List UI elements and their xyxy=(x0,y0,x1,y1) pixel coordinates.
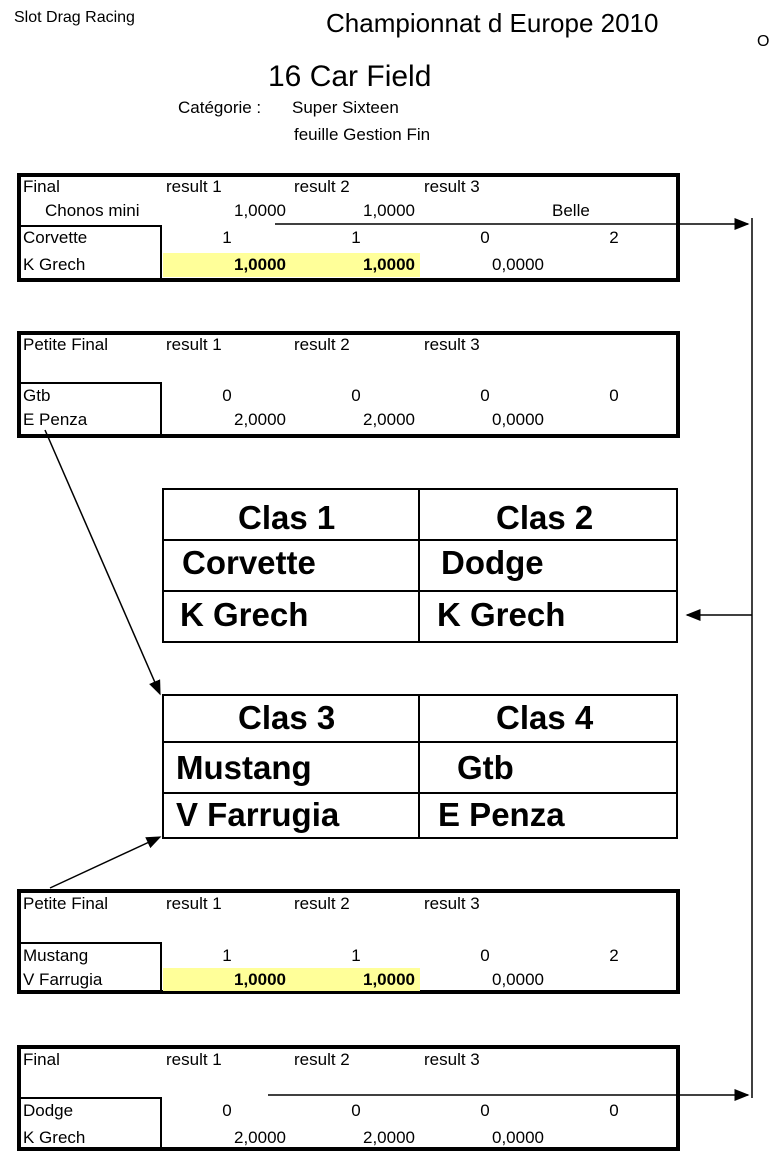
page-title: Championnat d Europe 2010 xyxy=(326,8,659,38)
category-value: Super Sixteen xyxy=(292,98,399,117)
divider xyxy=(162,741,678,743)
clas-title: Clas 3 xyxy=(238,699,336,736)
time: 1,0000 xyxy=(363,970,415,989)
driver-name: V Farrugia xyxy=(23,970,103,989)
col-header: result 1 xyxy=(166,177,222,196)
divider xyxy=(162,792,678,794)
petite-final-table-top xyxy=(17,331,680,438)
time: 1,0000 xyxy=(363,255,415,274)
col-header: result 3 xyxy=(424,894,480,913)
col-header: result 3 xyxy=(424,335,480,354)
time: 2,0000 xyxy=(363,410,415,429)
final-table-top xyxy=(17,173,680,282)
time: 0,0000 xyxy=(492,1128,544,1147)
score: 1 xyxy=(222,228,232,247)
name-cell xyxy=(21,382,162,434)
divider xyxy=(418,694,420,839)
score: 2 xyxy=(609,946,619,965)
clas-car: Gtb xyxy=(457,749,514,786)
driver-name: K Grech xyxy=(23,1128,86,1147)
col-header: result 2 xyxy=(294,894,350,913)
table-title: Petite Final xyxy=(23,335,109,354)
score: 0 xyxy=(480,228,490,247)
time: 2,0000 xyxy=(234,410,286,429)
clas-car: Dodge xyxy=(441,544,544,581)
time: 0,0000 xyxy=(492,970,544,989)
col-header: result 1 xyxy=(166,335,222,354)
score: 0 xyxy=(351,386,361,405)
score: 0 xyxy=(222,386,232,405)
clas-title: Clas 4 xyxy=(496,699,594,736)
score: 0 xyxy=(480,1101,490,1120)
corner-mark: O xyxy=(757,33,770,50)
petite-final-table-bottom xyxy=(17,889,680,994)
clas-title: Clas 1 xyxy=(238,499,336,536)
col-header: result 2 xyxy=(294,177,350,196)
col-header: result 1 xyxy=(166,894,222,913)
subtitle: 16 Car Field xyxy=(268,60,432,93)
time: 1,0000 xyxy=(234,255,286,274)
score: 0 xyxy=(222,1101,232,1120)
clas-car: Corvette xyxy=(182,544,316,581)
clas-car: Mustang xyxy=(176,749,312,786)
time: 0,0000 xyxy=(492,255,544,274)
divider xyxy=(162,539,678,541)
car-name: Dodge xyxy=(23,1101,74,1120)
col-header: result 2 xyxy=(294,1050,350,1069)
clas-driver: V Farrugia xyxy=(176,796,340,833)
sub-value: 1,0000 xyxy=(363,201,415,220)
belle-label: Belle xyxy=(552,201,590,220)
name-cell xyxy=(21,1097,162,1147)
table-title: Final xyxy=(23,177,60,196)
time: 2,0000 xyxy=(363,1128,415,1147)
driver-name: K Grech xyxy=(23,255,86,274)
clas-driver: E Penza xyxy=(438,796,565,833)
arrow-line xyxy=(49,836,162,889)
car-name: Gtb xyxy=(23,386,51,405)
sub-value: 1,0000 xyxy=(234,201,286,220)
time: 1,0000 xyxy=(234,970,286,989)
divider xyxy=(418,488,420,643)
col-header: result 1 xyxy=(166,1050,222,1069)
table-title: Final xyxy=(23,1050,60,1069)
car-name: Mustang xyxy=(23,946,89,965)
col-header: result 3 xyxy=(424,177,480,196)
clas-driver: K Grech xyxy=(180,596,309,633)
time: 0,0000 xyxy=(492,410,544,429)
time: 2,0000 xyxy=(234,1128,286,1147)
header-left: Slot Drag Racing xyxy=(14,9,135,26)
classement-table-1-2 xyxy=(162,488,678,643)
score: 0 xyxy=(609,1101,619,1120)
score: 2 xyxy=(609,228,619,247)
arrow-line xyxy=(44,429,161,696)
sub-label: Chonos mini xyxy=(45,201,140,220)
col-header: result 3 xyxy=(424,1050,480,1069)
driver-name: E Penza xyxy=(23,410,88,429)
score: 1 xyxy=(351,228,361,247)
col-header: result 2 xyxy=(294,335,350,354)
highlight xyxy=(163,253,420,277)
score: 0 xyxy=(480,946,490,965)
name-cell xyxy=(21,225,162,278)
final-table-bottom xyxy=(17,1045,680,1151)
category-label: Catégorie : xyxy=(178,98,262,117)
name-cell xyxy=(21,942,162,990)
score: 0 xyxy=(351,1101,361,1120)
table-title: Petite Final xyxy=(23,894,109,913)
divider xyxy=(162,590,678,592)
sheet-name: feuille Gestion Fin xyxy=(294,125,431,144)
score: 0 xyxy=(609,386,619,405)
clas-title: Clas 2 xyxy=(496,499,594,536)
score: 1 xyxy=(222,946,232,965)
clas-driver: K Grech xyxy=(437,596,566,633)
score: 1 xyxy=(351,946,361,965)
highlight xyxy=(163,968,420,991)
classement-table-3-4 xyxy=(162,694,678,839)
score: 0 xyxy=(480,386,490,405)
car-name: Corvette xyxy=(23,228,88,247)
